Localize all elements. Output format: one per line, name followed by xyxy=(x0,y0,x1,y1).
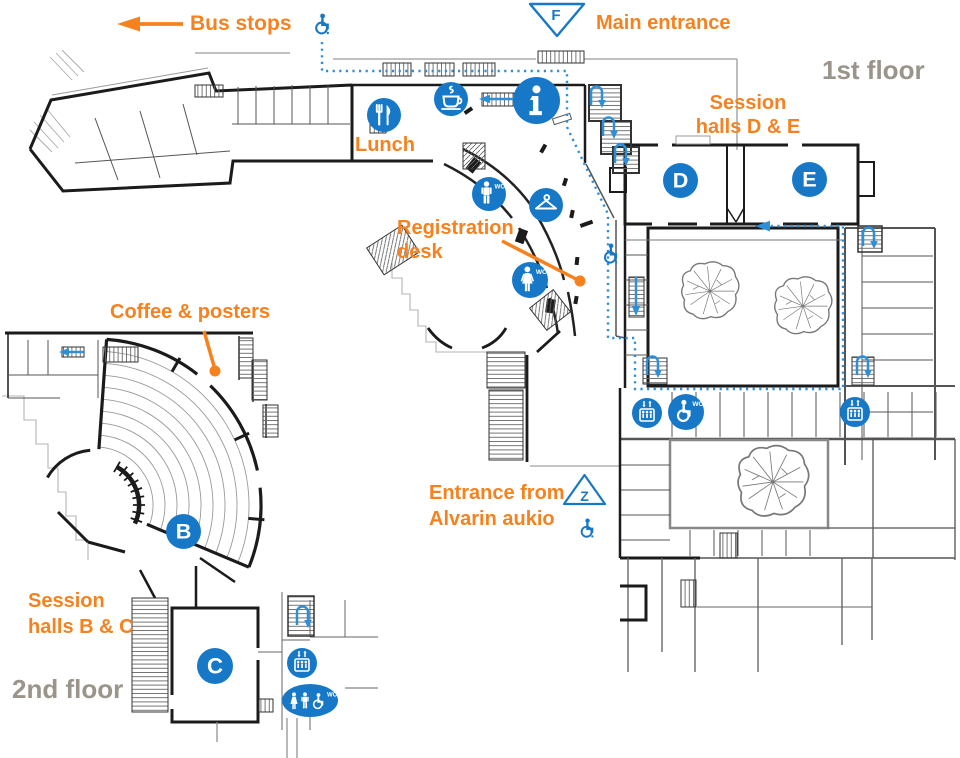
elevator-icon xyxy=(840,397,870,427)
woman-figure-icon xyxy=(520,266,535,292)
tree-icon xyxy=(737,444,810,517)
coffee-icon xyxy=(434,82,468,116)
route-paths xyxy=(320,42,845,391)
registration-pointer-dot xyxy=(574,275,586,287)
first-floor-label: 1st floor xyxy=(822,55,925,85)
cloakroom-icon xyxy=(529,188,563,222)
wheelchair-icon xyxy=(575,517,599,541)
registration-desk-label: Registration desk xyxy=(397,216,514,264)
hall-d-letter: D xyxy=(673,168,689,193)
session-halls-de-line2: halls D & E xyxy=(695,116,801,138)
tree-icon xyxy=(774,276,833,335)
main-entrance-label: Main entrance xyxy=(596,12,731,34)
triangle-down-icon xyxy=(528,2,586,38)
womens-wc-icon: WC xyxy=(512,262,548,298)
alvarin-line1: Entrance from xyxy=(429,482,565,504)
family-wc-icon: WC xyxy=(282,684,338,717)
session-halls-bc-label: Session halls B & C xyxy=(28,588,134,640)
coffee-cup-icon xyxy=(441,85,463,110)
triangle-up-icon xyxy=(562,473,607,506)
wc-label: WC xyxy=(692,401,703,408)
elevator-icon xyxy=(632,398,662,428)
man-figure-icon xyxy=(481,181,492,204)
woman-figure-icon xyxy=(290,692,298,710)
coffee-pointer-dot xyxy=(209,365,221,377)
escalator-arrows xyxy=(59,85,878,628)
lunch-icon xyxy=(367,98,401,132)
wheelchair-icon xyxy=(598,242,623,267)
fork-knife-icon xyxy=(386,105,391,126)
lunch-label: Lunch xyxy=(355,134,415,156)
bus-stops-arrow-icon xyxy=(117,16,140,32)
wheelchair-icon xyxy=(309,12,335,38)
accessible-wc-icon: WC xyxy=(668,394,704,430)
hall-e-marker: E xyxy=(792,162,827,197)
hall-b-marker: B xyxy=(166,514,201,549)
hall-c-letter: C xyxy=(207,653,223,678)
hall-b-letter: B xyxy=(176,519,192,544)
alvarin-entrance-marker: Z xyxy=(562,473,607,507)
elevator-icon xyxy=(287,648,317,678)
coffee-posters-label: Coffee & posters xyxy=(110,301,271,323)
entrance-f-letter: F xyxy=(551,7,560,24)
tree-icon xyxy=(681,261,740,320)
hall-c-marker: C xyxy=(197,648,233,684)
wc-label: WC xyxy=(495,184,506,191)
session-halls-bc-line2: halls B & C xyxy=(28,616,134,638)
registration-line2: desk xyxy=(397,241,443,263)
session-halls-de-label: Session halls D & E xyxy=(686,91,810,139)
hall-d-marker: D xyxy=(663,163,698,198)
man-figure-icon xyxy=(301,692,309,709)
bus-stops-label: Bus stops xyxy=(190,12,292,35)
entrance-z-letter: Z xyxy=(580,488,589,504)
route-arrow-icon xyxy=(755,220,770,232)
main-entrance-marker: F xyxy=(527,2,587,38)
session-halls-de-line1: Session xyxy=(709,92,787,114)
information-icon xyxy=(513,77,560,124)
second-floor-label: 2nd floor xyxy=(12,674,124,704)
wheelchair-glyph xyxy=(312,693,324,710)
wc-label: WC xyxy=(536,269,547,276)
registration-line1: Registration xyxy=(397,217,514,239)
entrance-alvarin-label: Entrance from Alvarin aukio xyxy=(429,480,565,532)
wc-label: WC xyxy=(327,693,338,699)
coat-hanger-icon xyxy=(535,194,557,210)
annotation-pointers xyxy=(117,16,586,377)
trees xyxy=(681,261,833,517)
info-i-icon xyxy=(529,85,542,116)
stairs xyxy=(61,50,883,713)
mens-wc-icon: WC xyxy=(472,177,506,211)
hall-e-letter: E xyxy=(802,167,816,192)
alvarin-line2: Alvarin aukio xyxy=(429,508,555,530)
session-halls-bc-line1: Session xyxy=(28,590,105,612)
